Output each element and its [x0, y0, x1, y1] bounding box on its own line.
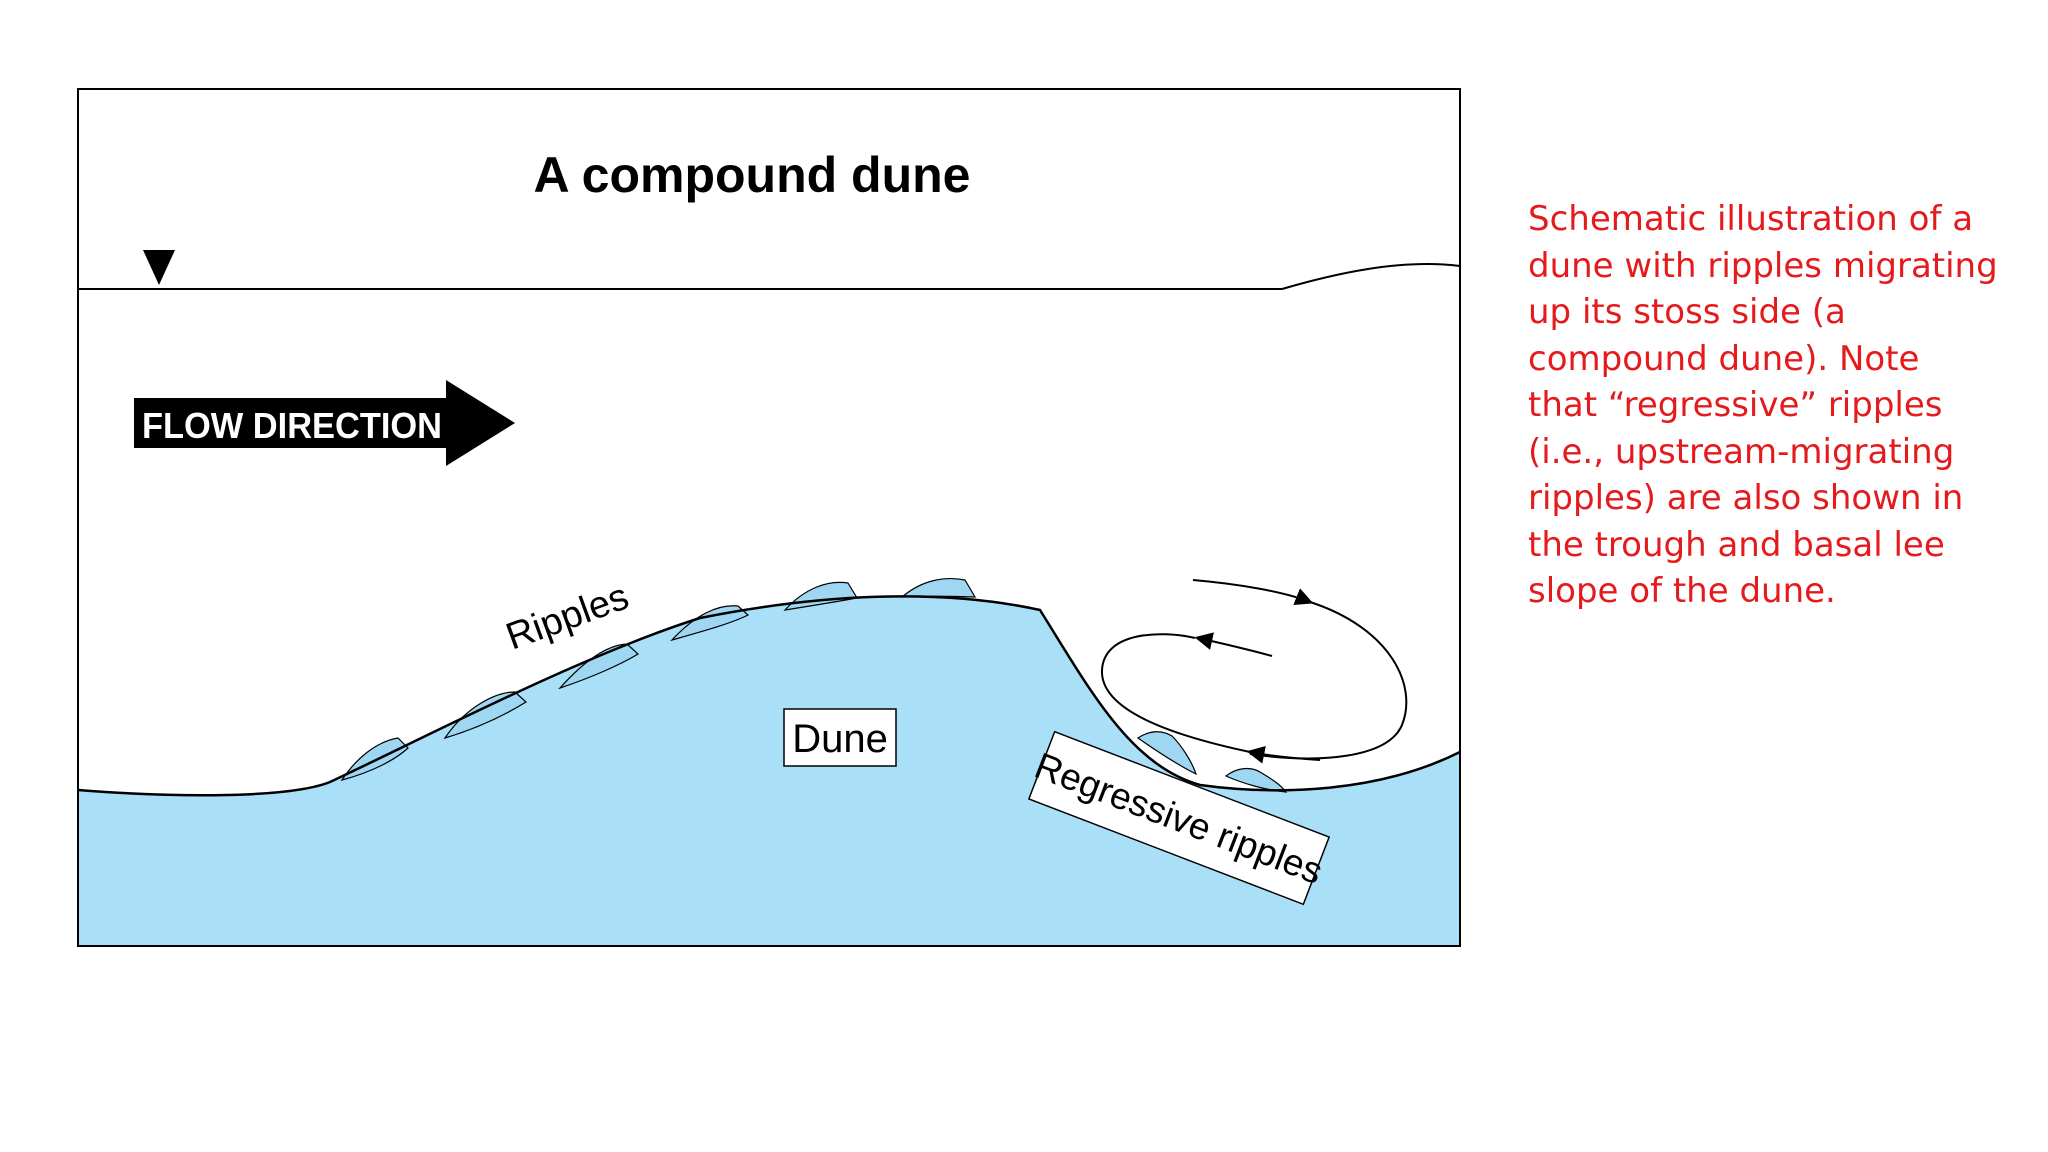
- water-level-icon: [143, 250, 175, 285]
- dune-label: Dune: [792, 717, 888, 761]
- eddy-loop: [1249, 601, 1408, 760]
- eddy-lower-arrow: [1246, 745, 1321, 764]
- ripple: [1224, 767, 1288, 793]
- dune-body: [78, 596, 1460, 946]
- caption-text: Schematic illustration of a dune with ri…: [1528, 199, 1998, 611]
- diagram-frame: [77, 88, 1461, 947]
- ripple: [443, 691, 527, 740]
- regressive-ripples: [1136, 731, 1288, 793]
- ripple: [1136, 731, 1198, 776]
- ripple: [558, 643, 639, 690]
- eddy-inner-return: [1100, 633, 1251, 753]
- eddy-inner-arrow: [1194, 632, 1273, 657]
- flow-direction-label: FLOW DIRECTION: [142, 405, 442, 446]
- diagram-title: A compound dune: [534, 147, 971, 203]
- ripple: [900, 577, 977, 598]
- flow-direction-arrow: FLOW DIRECTION: [134, 380, 515, 466]
- dune-label-box: Dune: [783, 708, 897, 767]
- downstream-water-surface: [1281, 263, 1461, 290]
- eddy-upper-arrow: [1192, 579, 1314, 606]
- flow-separation-eddy: [1100, 579, 1408, 764]
- bed-profile: [78, 595, 1460, 797]
